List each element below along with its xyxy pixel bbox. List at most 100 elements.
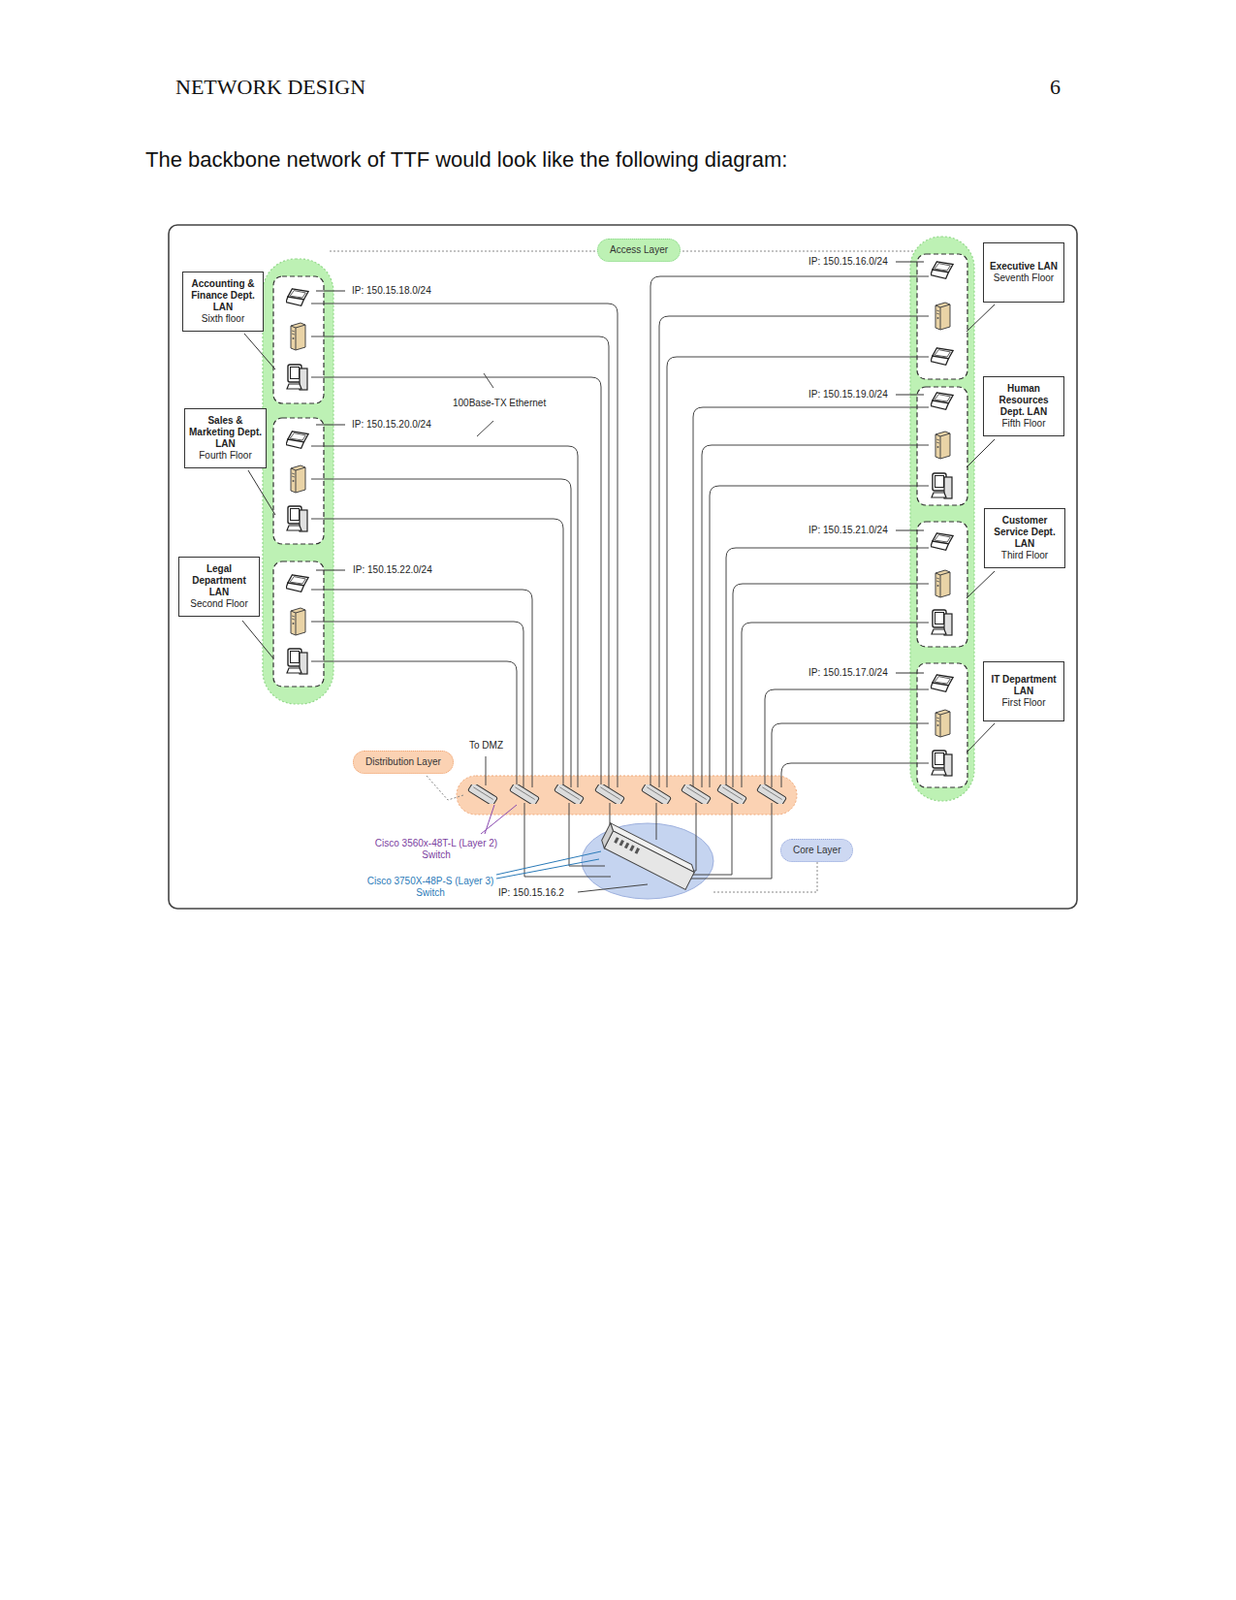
dept-label-box: Legal Department LANSecond Floor [178, 556, 260, 617]
l2-switch-leaders [480, 804, 517, 834]
server-icon [935, 431, 951, 459]
node-subtext: First Floor [986, 697, 1061, 709]
pc-icon [931, 473, 952, 499]
laptop-icon [285, 288, 309, 307]
node-subtext: Second Floor [182, 598, 256, 610]
ethernet-cable [709, 485, 929, 788]
diagram-frame [168, 224, 1078, 909]
laptop-icon [285, 431, 309, 449]
access-band-left [262, 258, 334, 704]
node-heading: Access Layer [609, 244, 668, 255]
ethernet-cable [311, 621, 524, 788]
ip-leader-line [895, 672, 924, 674]
ethernet-cable [666, 356, 929, 788]
node-subtext: Third Floor [987, 549, 1062, 562]
link-type-label: 100Base-TX Ethernet [450, 397, 548, 410]
l3-switch-leaders [496, 851, 602, 879]
subnet-label: IP: 150.15.18.0/24 [349, 285, 434, 297]
ip-leader-line [895, 394, 924, 396]
laptop-icon [930, 674, 953, 693]
subnet-label: IP: 150.15.17.0/24 [806, 666, 890, 679]
core-ip-leader [577, 884, 648, 892]
pc-icon [931, 750, 952, 776]
device-icons [285, 261, 953, 776]
node-heading: Accounting & Finance Dept. LAN [186, 278, 260, 314]
lan-group [273, 417, 324, 544]
ip-leader-line [316, 290, 346, 292]
pc-icon [286, 506, 308, 532]
ethernet-cable [771, 723, 929, 788]
node-heading: Legal Department LAN [182, 563, 256, 599]
ip-leader-line [316, 570, 346, 571]
distribution-switches [468, 782, 788, 806]
ip-leaders [316, 261, 924, 673]
ethernet-cable [311, 518, 564, 788]
node-heading: Human Resources Dept. LAN [986, 382, 1061, 418]
node-heading: Sales & Marketing Dept. LAN [188, 414, 263, 450]
layer-pill: Distribution Layer [352, 750, 454, 774]
ethernet-cable [311, 478, 571, 788]
subnet-label: IP: 150.15.19.0/24 [806, 388, 890, 401]
lan-group [917, 663, 968, 788]
node-heading: Executive LAN [986, 260, 1061, 273]
node-subtext: Seventh Floor [986, 272, 1061, 285]
ethernet-cable [311, 303, 618, 788]
server-icon [290, 465, 306, 493]
server-icon [935, 570, 951, 598]
dept-label-box: Sales & Marketing Dept. LANFourth Floor [184, 408, 267, 469]
dmz-label: To DMZ [467, 739, 506, 752]
ethernet-cable [311, 377, 602, 788]
laptop-icon [285, 574, 309, 593]
page-intro-sentence: The backbone network of TTF would look l… [145, 147, 788, 173]
lan-group [273, 561, 324, 687]
ethernet-cable [693, 407, 929, 788]
node-subtext: Fifth Floor [986, 417, 1061, 430]
ethernet-cable [781, 762, 929, 788]
layer-pill: Access Layer [597, 238, 681, 262]
subnet-label: IP: 150.15.20.0/24 [349, 418, 434, 431]
ethernet-cable [650, 276, 929, 788]
ethernet-wires [311, 276, 929, 788]
distribution-band [456, 775, 797, 815]
pc-icon [286, 364, 308, 390]
page-number: 6 [1049, 74, 1061, 100]
dept-leaders [242, 304, 995, 753]
ethernet-cable [311, 589, 533, 788]
node-heading: Core Layer [792, 844, 841, 856]
laptop-icon [930, 348, 953, 366]
core-switch [599, 823, 698, 890]
ethernet-cable [659, 316, 929, 788]
server-icon [935, 709, 951, 737]
ethernet-cable [726, 547, 929, 788]
laptop-icon [930, 261, 953, 280]
lan-group [917, 386, 968, 506]
dept-label-box: Accounting & Finance Dept. LANSixth floo… [182, 271, 264, 332]
node-subtext: Sixth floor [186, 313, 260, 325]
node-subtext: Fourth Floor [188, 449, 263, 462]
ip-leader-line [895, 530, 924, 532]
subnet-label: IP: 150.15.21.0/24 [806, 524, 890, 537]
node-heading: Distribution Layer [365, 756, 442, 767]
lan-group [273, 276, 324, 404]
lan-groups [273, 253, 968, 788]
layer-pill: Core Layer [780, 838, 854, 862]
ethernet-cable [701, 444, 929, 788]
server-icon [935, 302, 951, 330]
ethernet-cable [311, 661, 517, 788]
pc-icon [286, 648, 308, 674]
l2-switch-label: Cisco 3560x-48T-L (Layer 2) Switch [361, 837, 511, 861]
pc-icon [931, 609, 952, 635]
access-band-right [910, 236, 975, 801]
dept-label-box: Customer Service Dept. LANThird Floor [983, 507, 1066, 569]
subnet-label: IP: 150.15.16.0/24 [806, 255, 890, 268]
server-icon [290, 322, 306, 350]
node-heading: Customer Service Dept. LAN [987, 514, 1062, 550]
dept-label-box: Human Resources Dept. LANFifth Floor [982, 376, 1065, 437]
laptop-icon [930, 392, 953, 411]
dept-label-box: Executive LANSeventh Floor [982, 242, 1065, 303]
core-region [581, 823, 714, 899]
dept-label-box: IT Department LANFirst Floor [982, 661, 1065, 722]
core-ip-label: IP: 150.15.16.2 [496, 887, 567, 899]
ip-leader-line [316, 424, 346, 426]
